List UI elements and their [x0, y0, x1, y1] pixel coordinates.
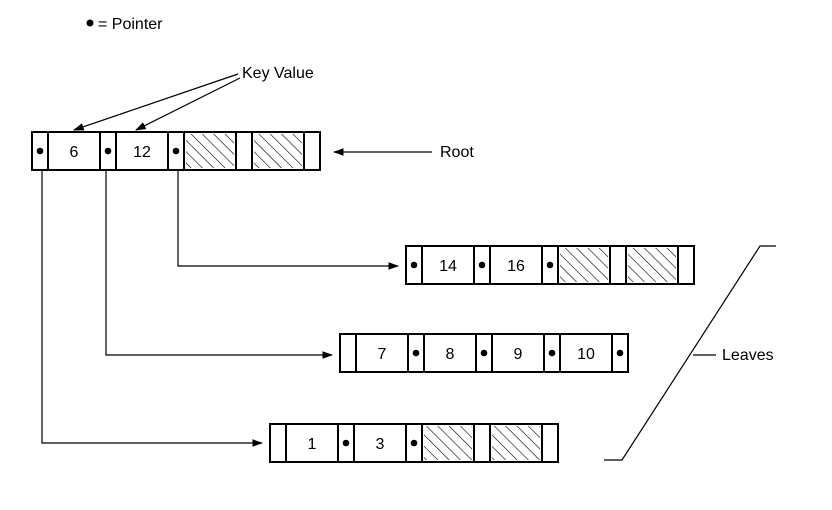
key-value-arrow-to-12: [135, 77, 241, 131]
legend-text: = Pointer: [98, 16, 163, 33]
pointer-dot-icon: [86, 19, 94, 27]
key-value-10: 10: [577, 346, 595, 363]
pointer-dot-icon: [412, 349, 420, 357]
legend: = Pointer: [86, 16, 163, 33]
connector-to-leaf-7-10: [105, 170, 334, 359]
key-value-annotation: Key Value: [72, 65, 314, 131]
pointer-dot-icon: [342, 439, 350, 447]
pointer-dot-icon: [480, 349, 488, 357]
pointer-dot-icon: [616, 349, 624, 357]
empty-key-slot: [254, 134, 302, 168]
leaves-label: Leaves: [722, 347, 774, 364]
pointer-dot-icon: [546, 261, 554, 269]
leaf-node-7-10: 7 8 9 10: [339, 333, 629, 373]
node-border: [339, 333, 629, 373]
pointer-dot-icon: [36, 147, 44, 155]
connector-to-leaf-14-16: [177, 170, 400, 270]
pointer-dot-icon: [410, 439, 418, 447]
empty-key-slot: [186, 134, 234, 168]
key-value-9: 9: [514, 346, 523, 363]
empty-key-slot: [492, 426, 540, 460]
connector-to-leaf-1-3: [41, 170, 264, 447]
leaf-node-14-16: 14 16: [405, 245, 695, 285]
root-annotation: Root: [332, 144, 474, 161]
key-value-label: Key Value: [242, 65, 314, 82]
pointer-dot-icon: [410, 261, 418, 269]
root-label: Root: [440, 144, 474, 161]
leaves-bracket: [604, 245, 776, 461]
key-value-16: 16: [507, 258, 525, 275]
leaves-annotation: Leaves: [604, 245, 776, 461]
empty-key-slot: [424, 426, 472, 460]
empty-key-slot: [560, 248, 608, 282]
key-value-12: 12: [133, 144, 151, 161]
key-value-8: 8: [446, 346, 455, 363]
pointer-dot-icon: [172, 147, 180, 155]
key-value-6: 6: [70, 144, 79, 161]
pointer-dot-icon: [478, 261, 486, 269]
root-node: 6 12: [31, 131, 321, 171]
key-value-7: 7: [378, 346, 387, 363]
key-value-14: 14: [439, 258, 457, 275]
key-value-3: 3: [376, 436, 385, 453]
node-border: [269, 423, 559, 463]
key-value-1: 1: [308, 436, 317, 453]
pointer-dot-icon: [104, 147, 112, 155]
node-border: [405, 245, 695, 285]
empty-key-slot: [628, 248, 676, 282]
key-value-arrow-to-6: [72, 73, 239, 131]
pointer-dot-icon: [548, 349, 556, 357]
pointer-connectors: [41, 170, 400, 447]
node-border: [31, 131, 321, 171]
